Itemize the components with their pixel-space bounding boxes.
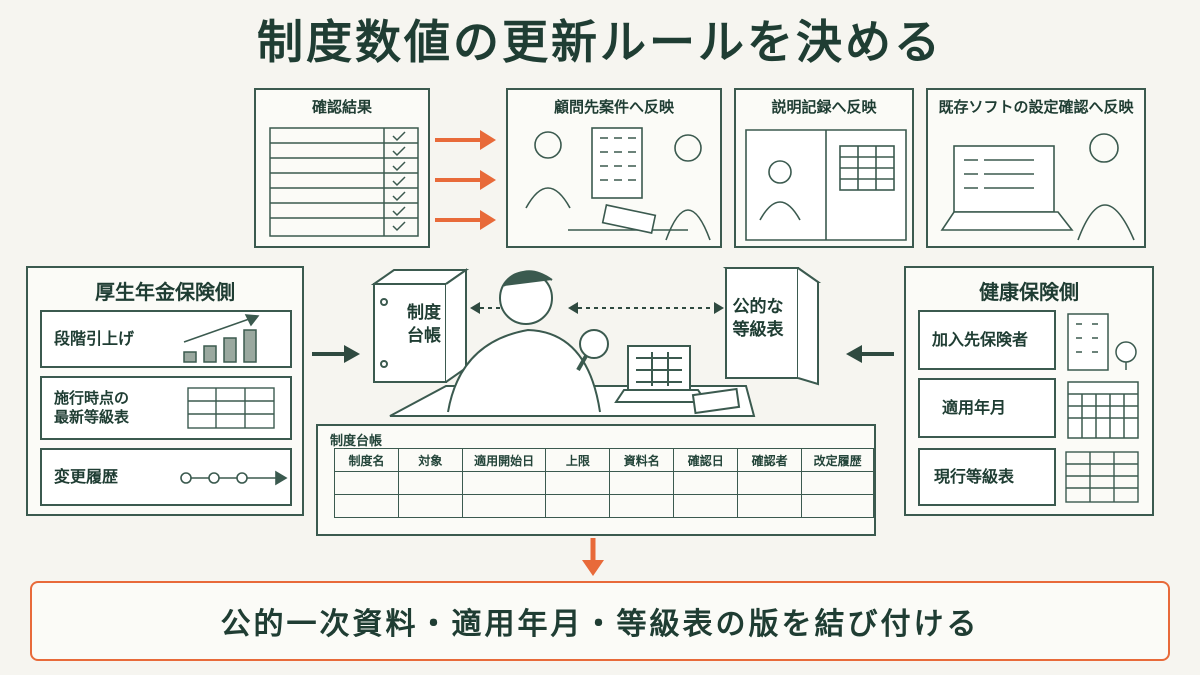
ledger-binder-icon (370, 268, 470, 383)
result-panel: 確認結果 (254, 88, 430, 248)
checklist-icon (269, 127, 419, 237)
pension-item-latest-table: 施行時点の 最新等級表 (40, 376, 292, 440)
record-panel-title: 説明記録へ反映 (771, 98, 877, 116)
ledger-column-header: 確認日 (673, 448, 739, 472)
ledger-column-header: 制度名 (334, 448, 399, 472)
grade-table-binder-icon (722, 267, 822, 386)
ledger-column-header: 確認者 (737, 448, 803, 472)
inspector-with-magnifier-icon (389, 270, 756, 417)
software-panel-title: 既存ソフトの設定確認へ反映 (938, 98, 1134, 116)
ledger-table: 制度名 対象 適用開始日 上限 資料名 確認日 確認者 改定履歴 (334, 448, 874, 518)
timeline-icon (180, 470, 288, 486)
health-item-label: 現行等級表 (934, 467, 1015, 486)
pension-panel-title: 厚生年金保険側 (95, 280, 235, 304)
open-book-icon (745, 129, 907, 241)
table-grid-icon (1065, 451, 1139, 503)
record-panel: 説明記録へ反映 (734, 88, 914, 248)
health-item-insurer: 加入先保険者 (918, 310, 1056, 370)
ledger-binder-label: 制度 台帳 (407, 303, 441, 346)
bar-growth-icon (183, 314, 260, 363)
pension-item-step-up: 段階引上げ (40, 310, 292, 368)
pension-item-label: 施行時点の 最新等級表 (54, 389, 130, 426)
ledger-column-header: 資料名 (609, 448, 675, 472)
down-arrow (582, 538, 604, 576)
table-grid-icon (187, 387, 275, 429)
right-inflow-arrow (846, 345, 894, 363)
health-item-label: 適用年月 (942, 398, 1007, 417)
software-panel: 既存ソフトの設定確認へ反映 (926, 88, 1146, 248)
ledger-column-header: 上限 (545, 448, 611, 472)
ledger-column-header: 対象 (397, 448, 463, 472)
calendar-icon (1067, 381, 1139, 439)
ledger-table-panel: 制度台帳 制度名 対象 適用開始日 上限 資料名 確認日 確認者 改定履歴 (316, 424, 876, 536)
ledger-header-row: 制度名 対象 適用開始日 上限 資料名 確認日 確認者 改定履歴 (334, 448, 874, 472)
ledger-column-header: 適用開始日 (461, 448, 547, 472)
summary-banner: 公的一次資料・適用年月・等級表の版を結び付ける (30, 581, 1170, 661)
pension-item-label: 変更履歴 (54, 467, 119, 486)
grade-table-binder-label: 公的な 等級表 (732, 297, 784, 340)
pension-item-label: 段階引上げ (54, 329, 135, 348)
health-panel-title: 健康保険側 (979, 280, 1079, 304)
page-title: 制度数値の更新ルールを決める (257, 15, 943, 69)
summary-text: 公的一次資料・適用年月・等級表の版を結び付ける (220, 607, 980, 642)
health-item-current-table: 現行等級表 (918, 448, 1056, 506)
table-row (334, 494, 874, 518)
ledger-column-header: 改定履歴 (801, 448, 874, 472)
dashed-link-arrows (470, 302, 724, 314)
ledger-table-title: 制度台帳 (330, 434, 383, 449)
result-panel-title: 確認結果 (311, 98, 372, 116)
client-panel-title: 顧問先案件へ反映 (553, 98, 674, 116)
pension-panel: 厚生年金保険側 段階引上げ 施行時点の 最新等級表 変更履歴 (26, 266, 304, 516)
building-icon (1067, 313, 1137, 371)
table-row (334, 471, 874, 495)
laptop-worker-icon (940, 133, 1135, 241)
client-panel: 顧問先案件へ反映 (506, 88, 722, 248)
health-panel: 健康保険側 加入先保険者 適用年月 現行等級表 (904, 266, 1154, 516)
health-item-label: 加入先保険者 (932, 330, 1029, 349)
left-inflow-arrow (312, 345, 360, 363)
result-arrows (435, 130, 496, 230)
health-item-month: 適用年月 (918, 378, 1056, 438)
pension-item-history: 変更履歴 (40, 448, 292, 506)
meeting-illustration-icon (525, 127, 711, 241)
